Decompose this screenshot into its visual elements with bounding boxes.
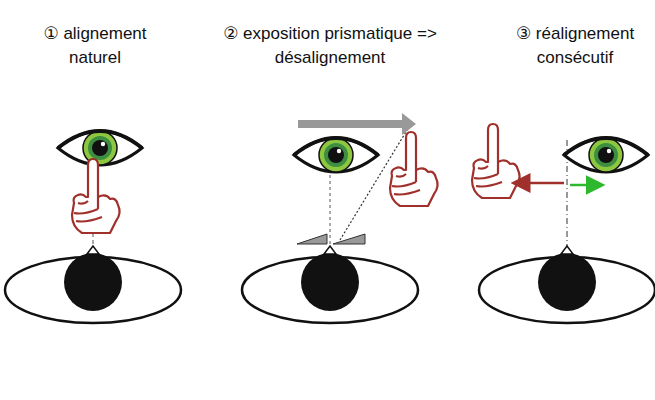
panel-label: ② exposition prismatique => désalignemen… [223, 22, 438, 70]
panel-label: ① alignement naturel [20, 22, 170, 70]
panel-label: ③ réalignement consécutif [500, 22, 650, 70]
